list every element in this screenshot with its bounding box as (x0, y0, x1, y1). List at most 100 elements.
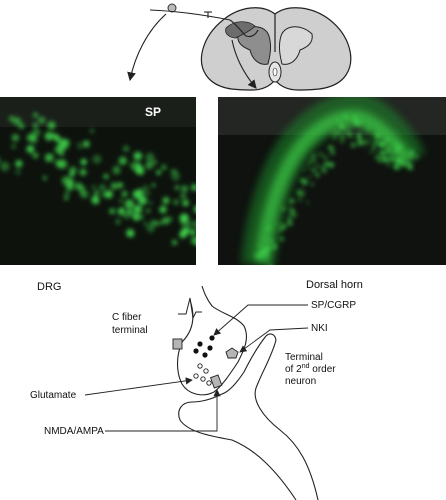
drg-cell (133, 213, 140, 221)
drg-cell (64, 190, 70, 197)
drg-cell (123, 212, 130, 219)
dorsal-horn-speck (341, 133, 346, 137)
dorsal-horn-speck (279, 236, 285, 242)
drg-cell (91, 195, 99, 204)
drg-cell (126, 209, 132, 214)
drg-cell (82, 140, 90, 148)
drg-cell (162, 216, 170, 225)
dorsal-horn-speck (376, 152, 379, 156)
dorsal-horn-speck (371, 144, 376, 149)
dorsal-horn-speck (381, 150, 387, 156)
dorsal-horn-speck (270, 264, 273, 265)
drg-cell (145, 152, 155, 162)
dorsal-horn-speck (415, 154, 419, 159)
dorsal-horn-speck (405, 161, 411, 167)
drg-cell (91, 185, 96, 190)
dorsal-horn-speck (327, 145, 331, 150)
drg-neuron (167, 3, 177, 13)
drg-cell (79, 168, 87, 176)
drg-cell (118, 207, 125, 213)
dorsal-horn-speck (281, 223, 287, 230)
action-potential-icon (178, 297, 202, 320)
dorsal-horn-speck (400, 161, 406, 167)
drg-cell (115, 219, 121, 225)
dorsal-horn-speck (390, 151, 393, 154)
dorsal-horn-speck (369, 150, 374, 154)
dorsal-horn-speck (310, 182, 314, 186)
drg-cell (38, 116, 46, 125)
drg-cell (127, 230, 135, 237)
drg-cell (13, 117, 22, 126)
dorsal-horn-speck (312, 159, 315, 162)
dorsal-horn-speck (266, 262, 269, 264)
dorsal-horn-speck (353, 121, 356, 124)
drg-cell (15, 160, 23, 168)
dorsal-horn-speck (392, 152, 395, 156)
drg-cell (33, 112, 38, 118)
dorsal-horn-speck (395, 144, 402, 150)
dorsal-horn-speck (346, 132, 351, 136)
dorsal-horn-speck (331, 134, 338, 140)
dorsal-horn-speck (357, 140, 364, 146)
terminal-label-line3: neuron (285, 376, 316, 387)
drg-cell (181, 227, 190, 236)
glutamate-label: Glutamate (30, 390, 77, 401)
dorsal-horn-speck (266, 226, 271, 231)
drg-cell (105, 190, 114, 199)
drg-cell (206, 183, 210, 187)
dorsal-horn-speck (334, 131, 338, 135)
drg-cell (123, 145, 130, 152)
dorsal-horn-speck (322, 168, 327, 174)
nk1-receptor (225, 347, 239, 359)
drg-cell (54, 159, 61, 166)
drg-cell (44, 131, 54, 141)
drg-cell (78, 185, 86, 192)
dorsal-horn-speck (359, 131, 363, 135)
drg-cell (30, 149, 34, 153)
dorsal-horn-speck (361, 140, 366, 144)
dorsal-horn-speck (303, 168, 306, 172)
dorsal-horn-speck (289, 207, 295, 214)
drg-cell (119, 198, 123, 203)
nmda-ampa-leader (105, 389, 221, 432)
dorsal-horn-speck (373, 148, 377, 152)
postsynaptic-neuron (178, 335, 297, 500)
dorsal-horn-speck (281, 207, 285, 211)
drg-cell (143, 221, 149, 227)
dorsal-horn-speck (265, 253, 268, 256)
drg-cell (138, 196, 148, 205)
dorsal-horn-speck (374, 132, 381, 139)
arrow-to-drg (127, 13, 167, 82)
drg-cell (98, 184, 107, 192)
dorsal-horn-speck (268, 242, 272, 246)
drg-cell (80, 190, 89, 199)
dorsal-horn-speck (343, 113, 347, 117)
dorsal-horn-speck (308, 160, 312, 165)
drg-cell (118, 156, 128, 165)
dorsal-horn-speck (288, 205, 291, 208)
sp-cgrp-label: SP/CGRP (311, 300, 356, 311)
drg-cell (151, 183, 156, 188)
drg-cell (199, 245, 204, 250)
dorsal-horn-speck (350, 142, 357, 148)
dorsal-horn-speck (302, 180, 307, 185)
dorsal-horn-speck (316, 164, 319, 168)
drg-cell (31, 137, 38, 144)
drg-cell (180, 221, 186, 227)
dorsal-horn-speck (318, 152, 323, 157)
drg-cell (145, 161, 154, 170)
drg-cell (11, 134, 20, 142)
spinal-cord-schematic (127, 3, 352, 91)
dorsal-horn-speck (300, 186, 305, 190)
drg-cell (58, 138, 69, 149)
drg-cell (150, 219, 157, 227)
drg-cell (173, 169, 178, 174)
dorsal-horn-speck (297, 193, 301, 196)
drg-cell (67, 179, 75, 186)
sp-label: SP (145, 105, 161, 119)
c-fiber-label-line1: C fiber (112, 312, 142, 323)
drg-cell (191, 184, 196, 191)
c-fiber-label-line2: terminal (112, 325, 148, 336)
sp-cgrp-vesicles (193, 335, 215, 358)
dorsal-horn-speck (260, 250, 266, 256)
